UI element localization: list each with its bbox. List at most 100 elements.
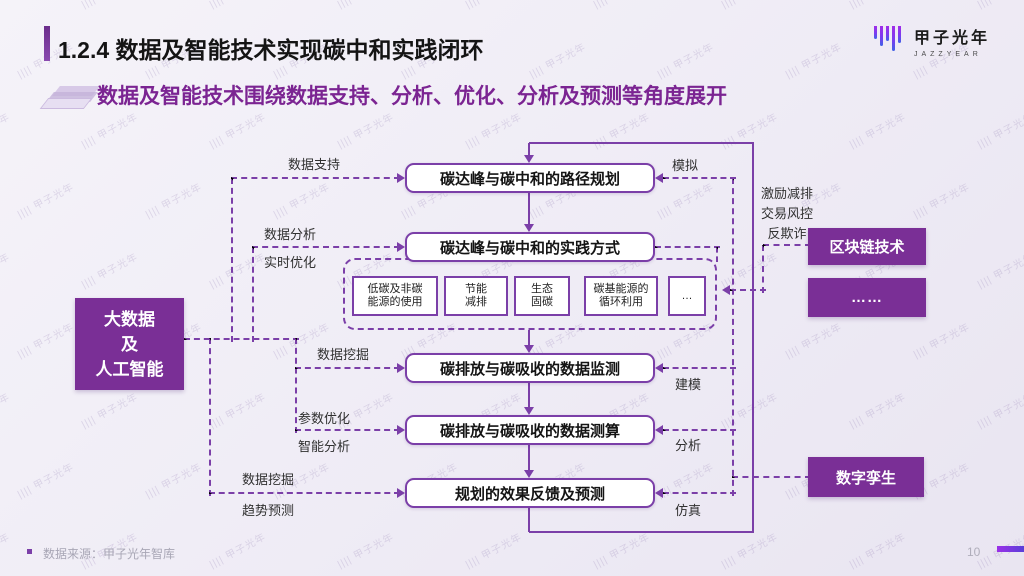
watermark-text: |||| 甲子光年 (335, 531, 397, 571)
watermark-text: |||| 甲子光年 (271, 181, 333, 221)
connector-line (295, 338, 297, 433)
connector-line (231, 178, 233, 342)
watermark-text: |||| 甲子光年 (975, 391, 1024, 431)
watermark-text: |||| 甲子光年 (719, 391, 781, 431)
watermark-text: |||| 甲子光年 (143, 461, 205, 501)
connector-line (252, 246, 400, 248)
connector-line (528, 508, 530, 532)
connector-line (252, 247, 254, 342)
watermark-text: |||| 甲子光年 (846, 0, 908, 11)
practice-item-low-carbon-energy: 低碳及非碳能源的使用 (352, 276, 438, 316)
connector-line (528, 193, 530, 225)
arrow-head (655, 173, 663, 183)
watermark-text: |||| 甲子光年 (0, 531, 13, 571)
arrow-head (524, 155, 534, 163)
edge-label-data-mining-2: 数据挖掘 (242, 472, 295, 487)
watermark-text: |||| 甲子光年 (975, 111, 1024, 151)
watermark-text: |||| 甲子光年 (15, 321, 77, 361)
practice-item-eco-carbon-fixing: 生态固碳 (514, 276, 570, 316)
watermark-text: |||| 甲子光年 (207, 251, 269, 291)
logo-text: 甲子光年 (913, 30, 990, 47)
subtitle-decoration-icon (39, 85, 100, 111)
flow-box-data-calculation: 碳排放与碳吸收的数据测算 (405, 415, 655, 445)
watermark-text: |||| 甲子光年 (143, 181, 205, 221)
watermark-text: |||| 甲子光年 (334, 0, 396, 11)
watermark-text: |||| 甲子光年 (655, 181, 717, 221)
practice-item-ellipsis: … (668, 276, 706, 316)
connector-line (295, 367, 400, 369)
flow-box-feedback-forecast: 规划的效果反馈及预测 (405, 478, 655, 508)
connector-line (295, 429, 400, 431)
connector-line (663, 492, 736, 494)
watermark-text: |||| 甲子光年 (79, 111, 141, 151)
connector-line (528, 143, 530, 156)
connector-line (209, 492, 400, 494)
connector-line (663, 367, 736, 369)
logo-subtext: JAZZYEAR (913, 51, 982, 58)
watermark-text: |||| 甲子光年 (847, 111, 909, 151)
arrow-head (524, 224, 534, 232)
watermark-text: |||| 甲子光年 (463, 531, 525, 571)
edge-label-simulation: 仿真 (675, 503, 702, 518)
watermark-text: |||| 甲子光年 (975, 251, 1024, 291)
arrow-head (524, 470, 534, 478)
connector-line (655, 246, 720, 248)
arrow-head (655, 425, 663, 435)
watermark-text: |||| 甲子光年 (206, 0, 268, 11)
watermark-text: |||| 甲子光年 (911, 181, 973, 221)
source-bullet (27, 549, 32, 554)
watermark-text: |||| 甲子光年 (79, 391, 141, 431)
flow-box-path-planning: 碳达峰与碳中和的路径规划 (405, 163, 655, 193)
watermark-text: |||| 甲子光年 (974, 0, 1024, 11)
connector-line (732, 476, 811, 478)
watermark-text: |||| 甲子光年 (590, 0, 652, 11)
watermark-text: |||| 甲子光年 (655, 41, 717, 81)
watermark-text: |||| 甲子光年 (655, 461, 717, 501)
bigdata-ai-box: 大数据 及 人工智能 (75, 298, 184, 390)
arrow-head (397, 425, 405, 435)
watermark-text: |||| 甲子光年 (847, 531, 909, 571)
arrow-head (655, 363, 663, 373)
arrow-head (397, 363, 405, 373)
connector-line (716, 247, 718, 262)
ellipsis-box: …… (808, 278, 926, 317)
arrow-head (397, 173, 405, 183)
connector-line (763, 244, 811, 246)
blockchain-box: 区块链技术 (808, 228, 926, 265)
slide-subtitle: 数据及智能技术围绕数据支持、分析、优化、分析及预测等角度展开 (97, 85, 727, 108)
connector-line (663, 429, 736, 431)
connector-line (752, 142, 754, 532)
watermark-text: |||| 甲子光年 (79, 251, 141, 291)
watermark-text: |||| 甲子光年 (591, 531, 653, 571)
watermark-text: |||| 甲子光年 (15, 461, 77, 501)
connector-line (528, 330, 530, 346)
watermark-text: |||| 甲子光年 (335, 111, 397, 151)
edge-label-data-mining-1: 数据挖掘 (317, 347, 370, 362)
arrow-head (397, 242, 405, 252)
watermark-text: |||| 甲子光年 (718, 0, 780, 11)
watermark-text: |||| 甲子光年 (719, 111, 781, 151)
edge-label-data-analysis: 数据分析 (264, 227, 317, 242)
watermark-text: |||| 甲子光年 (0, 111, 13, 151)
watermark-text: |||| 甲子光年 (783, 41, 845, 81)
watermark-text: |||| 甲子光年 (207, 111, 269, 151)
logo-bars-icon (873, 26, 904, 51)
connector-line (529, 142, 754, 144)
flow-box-data-monitoring: 碳排放与碳吸收的数据监测 (405, 353, 655, 383)
watermark-text: |||| 甲子光年 (463, 111, 525, 151)
edge-label-simulate: 模拟 (672, 158, 699, 173)
connector-line (231, 177, 400, 179)
arrow-head (524, 345, 534, 353)
watermark-text: |||| 甲子光年 (0, 0, 12, 11)
watermark-text: |||| 甲子光年 (911, 321, 973, 361)
edge-label-trend-forecast: 趋势预测 (242, 503, 295, 518)
arrow-head (524, 407, 534, 415)
connector-line (209, 338, 211, 496)
source-note: 数据来源：甲子光年智库 (43, 547, 176, 561)
title-accent-bar (44, 26, 50, 61)
flow-box-practice-method: 碳达峰与碳中和的实践方式 (405, 232, 655, 262)
connector-line (663, 177, 736, 179)
digital-twin-box: 数字孪生 (808, 457, 924, 497)
page-title: 1.2.4 数据及智能技术实现碳中和实践闭环 (58, 37, 484, 63)
